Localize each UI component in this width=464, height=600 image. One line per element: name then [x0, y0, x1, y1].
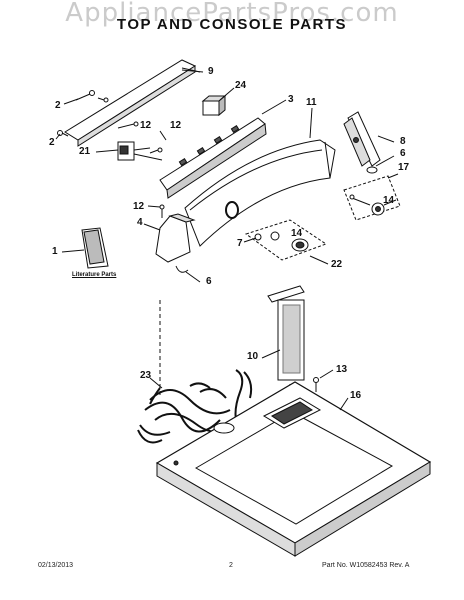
callout-24: 24 — [235, 80, 247, 91]
knob-assembly-22 — [244, 219, 328, 261]
knob-14a — [349, 194, 397, 216]
literature-book — [61, 227, 109, 269]
callout-21: 21 — [79, 146, 91, 157]
console-panel — [184, 107, 336, 247]
dryer-top-panel — [155, 381, 432, 557]
callout-8: 8 — [400, 136, 406, 147]
callout-3: 3 — [288, 94, 294, 105]
callout-12-c: 12 — [133, 201, 145, 212]
callout-12-a: 12 — [140, 120, 152, 131]
screw-13 — [313, 369, 334, 392]
footer-page-number: 2 — [229, 562, 233, 569]
callout-1: 1 — [52, 246, 58, 257]
callout-13: 13 — [336, 364, 348, 375]
callout-22: 22 — [331, 259, 343, 270]
callout-2-top: 2 — [55, 100, 61, 111]
clip-6a — [366, 155, 395, 174]
control-bracket — [159, 99, 287, 199]
screw-top — [75, 90, 109, 103]
switch-part — [95, 141, 163, 161]
callout-2-bottom: 2 — [49, 137, 55, 148]
end-cap — [143, 213, 201, 283]
knob-assembly-17 — [343, 173, 401, 221]
knob-parts — [243, 231, 329, 265]
page-title: TOP AND CONSOLE PARTS — [116, 16, 348, 33]
callout-7: 7 — [237, 238, 243, 249]
callout-9: 9 — [208, 66, 214, 77]
module-part — [201, 87, 235, 117]
callout-14-a: 14 — [383, 195, 395, 206]
callout-4: 4 — [137, 217, 143, 228]
callout-11: 11 — [306, 97, 317, 108]
watermark: AppliancePartsPros.com — [65, 0, 399, 28]
screws-12 — [117, 121, 167, 218]
lint-screen — [261, 285, 305, 381]
footer-part-number: Part No. W10582453 Rev. A — [322, 562, 410, 569]
callout-16: 16 — [350, 390, 362, 401]
screw-bottom — [57, 130, 69, 137]
callout-10: 10 — [247, 351, 259, 362]
callout-17: 17 — [398, 162, 410, 173]
callout-6-b: 6 — [206, 276, 212, 287]
literature-parts-label: Literature Parts — [72, 272, 117, 278]
callout-23: 23 — [140, 370, 152, 381]
timer-bracket — [343, 111, 395, 167]
callout-6-a: 6 — [400, 148, 406, 159]
console-back-panel — [64, 59, 201, 147]
callout-12-b: 12 — [170, 120, 182, 131]
callout-14-b: 14 — [291, 228, 303, 239]
footer-date: 02/13/2013 — [38, 562, 74, 569]
wire-harness — [137, 369, 253, 444]
